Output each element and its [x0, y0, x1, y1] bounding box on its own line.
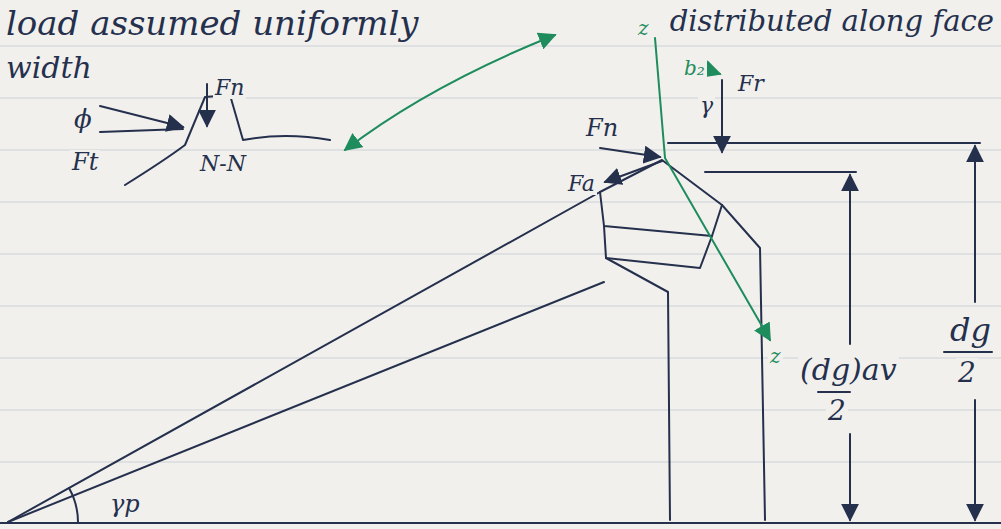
angle-label: γ — [698, 94, 715, 117]
width-label: b₂ — [682, 58, 707, 79]
angle-label: γp — [108, 492, 142, 517]
force-line — [100, 106, 183, 127]
ruled-lines — [0, 46, 1001, 462]
dimension-label: 2 — [956, 358, 978, 387]
tooth-profile — [125, 95, 330, 185]
axis-line — [655, 38, 770, 340]
normal-force-arrow — [600, 148, 660, 157]
dimension-extension — [668, 142, 980, 144]
dimension-label: dg — [948, 314, 993, 348]
dimension-arrow — [849, 175, 851, 344]
cone-line — [8, 282, 604, 522]
dimension-arrow — [974, 400, 976, 520]
force-label: Ft — [70, 150, 100, 175]
normal-force-arrow — [206, 84, 208, 126]
tooth-block — [600, 192, 722, 236]
section-label: N-N — [198, 152, 248, 175]
axis-label: z — [768, 346, 783, 367]
note-text: load assumed uniformly — [4, 6, 420, 42]
fraction-bar — [818, 391, 850, 393]
fraction-bar — [944, 351, 992, 353]
gear-outline — [600, 160, 765, 520]
force-label: Fn — [584, 116, 620, 141]
angle-label: ϕ — [72, 106, 94, 133]
callout-arrow — [345, 35, 555, 150]
dimension-extension — [705, 171, 856, 173]
dimension-label: 2 — [826, 396, 848, 425]
gear-outline — [606, 258, 670, 520]
pitch-cone-line — [8, 192, 600, 522]
force-label: Fa — [566, 172, 597, 195]
dimension-label: (dg)av — [798, 354, 899, 386]
axis-label: z — [636, 18, 651, 39]
note-text: distributed along face — [668, 6, 996, 37]
direction-arrow — [708, 70, 720, 74]
dimension-arrow — [974, 146, 976, 302]
axial-force-arrow — [605, 161, 662, 182]
angle-arc — [69, 488, 78, 522]
radial-force-arrow — [721, 80, 723, 152]
tooth-block — [604, 226, 712, 268]
force-label: Fn — [213, 76, 246, 99]
dimension-arrow — [849, 434, 851, 520]
force-label: Fr — [736, 72, 766, 95]
tangent-line — [100, 129, 183, 132]
note-text: width — [4, 52, 94, 84]
base-line — [0, 522, 1001, 524]
